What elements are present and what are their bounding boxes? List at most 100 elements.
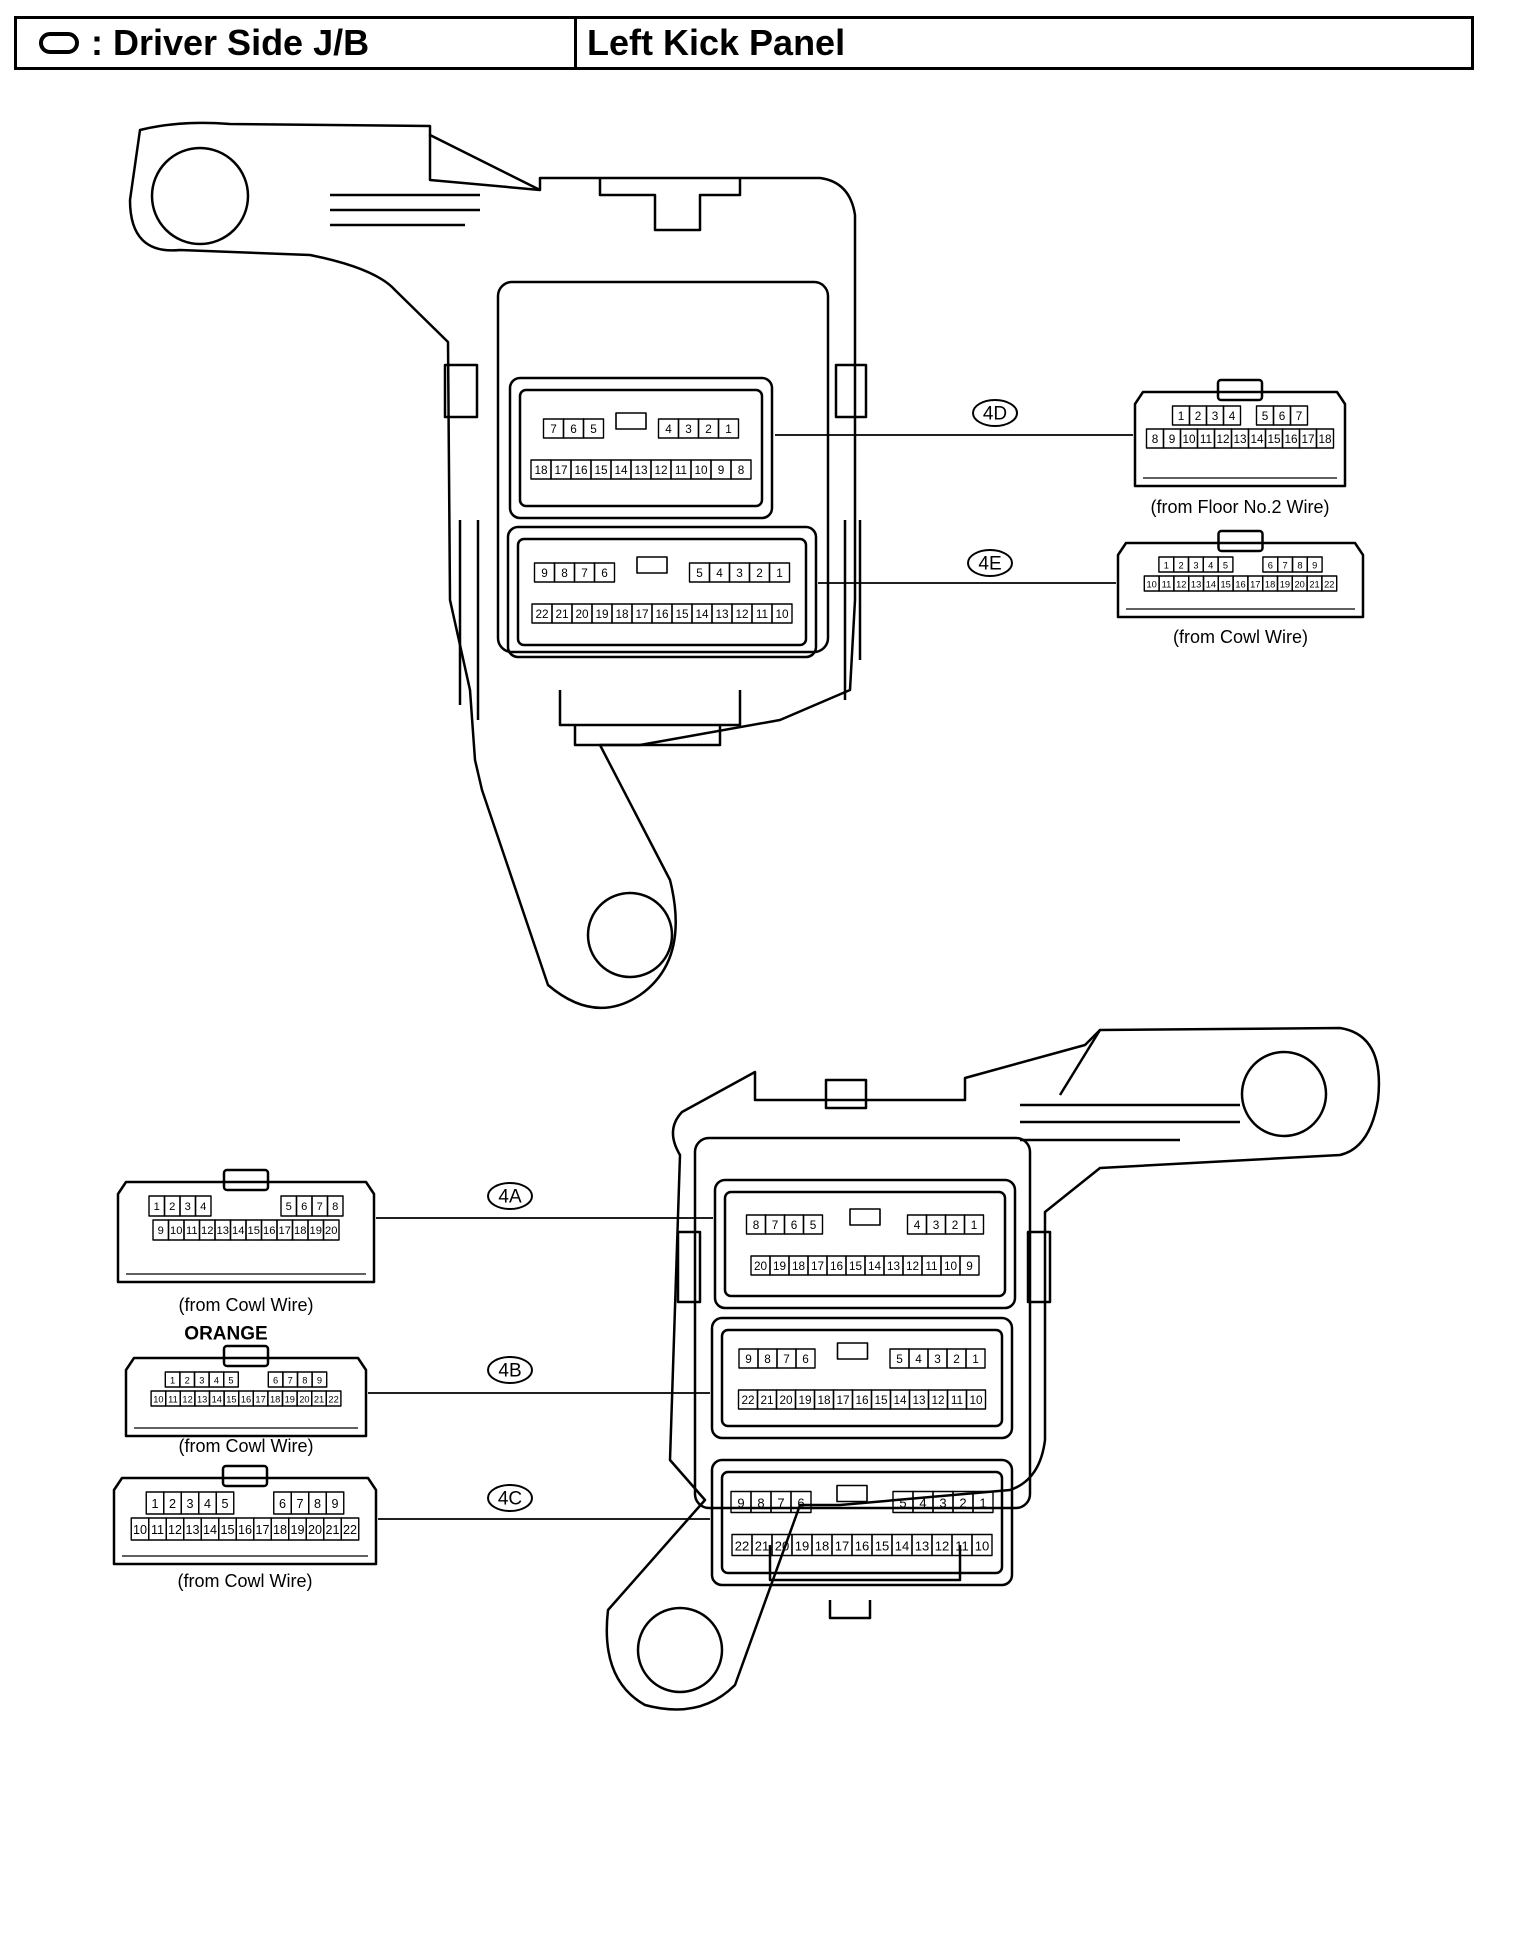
receptacle-inner bbox=[720, 1328, 1004, 1428]
receptacle-pin-number: 7 bbox=[772, 1219, 779, 1232]
wire-source-4b: (from Cowl Wire) bbox=[179, 1436, 314, 1456]
upper-bottom-tab bbox=[558, 690, 742, 747]
plug-pin-number: 14 bbox=[232, 1225, 244, 1237]
receptacle-pin-cell bbox=[582, 418, 605, 439]
plug-pin-number: 6 bbox=[273, 1376, 278, 1386]
receptacle-inner bbox=[518, 388, 764, 508]
receptacle-pin-cell bbox=[795, 1348, 816, 1369]
receptacle-pin-number: 18 bbox=[615, 608, 629, 621]
plug-pin-number: 18 bbox=[1265, 580, 1275, 590]
plug-pin-number: 4 bbox=[214, 1376, 219, 1386]
receptacle-pin-number: 3 bbox=[685, 423, 692, 436]
plug-pin-number: 10 bbox=[153, 1395, 163, 1405]
plug-pin-number: 8 bbox=[314, 1497, 321, 1511]
receptacle-pin-number: 17 bbox=[835, 1539, 849, 1554]
connector-labels: 4D(from Floor No.2 Wire)4E(from Cowl Wir… bbox=[178, 404, 1330, 1592]
plug-pin-number: 7 bbox=[317, 1201, 323, 1213]
plug-pin-cell bbox=[1289, 405, 1309, 426]
plug-pin-number: 16 bbox=[238, 1523, 252, 1537]
plug-pin-number: 17 bbox=[1250, 580, 1260, 590]
plug-pin-number: 15 bbox=[226, 1395, 236, 1405]
plug-pin-number: 14 bbox=[1250, 433, 1264, 446]
receptacle-pin-cell bbox=[790, 1490, 812, 1514]
plug-pin-number: 15 bbox=[248, 1225, 260, 1237]
receptacle-pin-number: 13 bbox=[915, 1539, 929, 1554]
receptacle-key bbox=[836, 1484, 868, 1503]
wire-source-4d: (from Floor No.2 Wire) bbox=[1150, 497, 1329, 517]
plug-pin-number: 10 bbox=[133, 1523, 147, 1537]
receptacle-pin-number: 12 bbox=[735, 608, 748, 621]
receptacle-pin-number: 6 bbox=[570, 423, 577, 436]
receptacle-key bbox=[636, 556, 668, 574]
plug-pin-number: 9 bbox=[1312, 561, 1317, 571]
receptacle-pin-number: 19 bbox=[773, 1260, 786, 1273]
location-title: Left Kick Panel bbox=[587, 22, 846, 63]
upper-jb-outline bbox=[128, 121, 857, 1010]
receptacle-pin-number: 10 bbox=[775, 608, 789, 621]
receptacle-pin-number: 4 bbox=[665, 423, 672, 436]
receptacle-pin-number: 9 bbox=[745, 1353, 752, 1366]
receptacle-inner bbox=[720, 1470, 1004, 1575]
plug-pin-cell bbox=[1321, 575, 1338, 592]
plug-pin-number: 3 bbox=[199, 1376, 204, 1386]
receptacle-pin-number: 17 bbox=[836, 1394, 849, 1407]
plug-pin-number: 17 bbox=[255, 1523, 269, 1537]
plug-pin-number: 3 bbox=[1193, 561, 1198, 571]
receptacle-pin-number: 15 bbox=[874, 1394, 888, 1407]
lower-right-latch bbox=[1026, 1230, 1052, 1304]
receptacle-pin-number: 14 bbox=[893, 1394, 907, 1407]
plug-pin-number: 1 bbox=[1178, 410, 1185, 423]
plug-pin-number: 11 bbox=[151, 1523, 164, 1537]
junction-block-title: : Driver Side J/B bbox=[91, 22, 370, 63]
plug-pin-number: 11 bbox=[186, 1225, 198, 1237]
plug-pin-number: 20 bbox=[1295, 580, 1305, 590]
plug-pin-number: 20 bbox=[299, 1395, 309, 1405]
plug-pin-number: 3 bbox=[185, 1201, 191, 1213]
plug-pin-cell bbox=[325, 1390, 342, 1407]
plug-pin-number: 7 bbox=[1283, 561, 1288, 571]
plug-pin-number: 13 bbox=[1191, 580, 1201, 590]
receptacle-inner bbox=[723, 1190, 1007, 1298]
receptacle-pin-number: 9 bbox=[966, 1260, 973, 1273]
receptacle-outer bbox=[713, 1178, 1017, 1310]
plug-pin-number: 16 bbox=[1284, 433, 1298, 446]
plug-pin-cell bbox=[1222, 405, 1242, 426]
receptacle-pin-number: 15 bbox=[875, 1539, 889, 1554]
plug-latch bbox=[221, 1464, 269, 1488]
plug-pin-number: 9 bbox=[1169, 433, 1176, 446]
plug-pin-number: 3 bbox=[1212, 410, 1219, 423]
receptacle-pin-number: 5 bbox=[696, 567, 703, 580]
receptacle-pin-number: 15 bbox=[849, 1260, 863, 1273]
plug-pin-cell bbox=[326, 1195, 344, 1217]
lower-bottom-tab bbox=[768, 1545, 962, 1620]
plug-pin-number: 13 bbox=[197, 1395, 207, 1405]
receptacle-pin-number: 2 bbox=[705, 423, 712, 436]
receptacle-pin-number: 5 bbox=[810, 1219, 817, 1232]
upper-left-latch bbox=[443, 363, 479, 419]
plug-body bbox=[124, 1356, 368, 1438]
receptacle-pin-cell bbox=[959, 1255, 980, 1276]
receptacle-outer bbox=[710, 1316, 1014, 1440]
receptacle-pin-number: 19 bbox=[798, 1394, 811, 1407]
plug-pin-number: 22 bbox=[328, 1395, 338, 1405]
plug-pin-number: 13 bbox=[185, 1523, 199, 1537]
receptacle-pin-number: 8 bbox=[753, 1219, 760, 1232]
receptacle-pin-number: 18 bbox=[534, 464, 548, 477]
plug-pin-cell bbox=[322, 1219, 340, 1241]
receptacle-pin-number: 4 bbox=[914, 1219, 921, 1232]
plug-pin-number: 17 bbox=[279, 1225, 291, 1237]
plug-pin-number: 8 bbox=[1297, 561, 1302, 571]
plug-pin-number: 11 bbox=[1200, 433, 1212, 446]
receptacle-pin-number: 3 bbox=[933, 1219, 940, 1232]
connector-id-4b: 4B bbox=[498, 1361, 521, 1382]
header-location-cell: Left Kick Panel bbox=[577, 19, 1471, 67]
receptacle-pin-number: 10 bbox=[969, 1394, 983, 1407]
receptacle-pin-number: 6 bbox=[791, 1219, 798, 1232]
receptacle-pin-cell bbox=[593, 562, 616, 583]
